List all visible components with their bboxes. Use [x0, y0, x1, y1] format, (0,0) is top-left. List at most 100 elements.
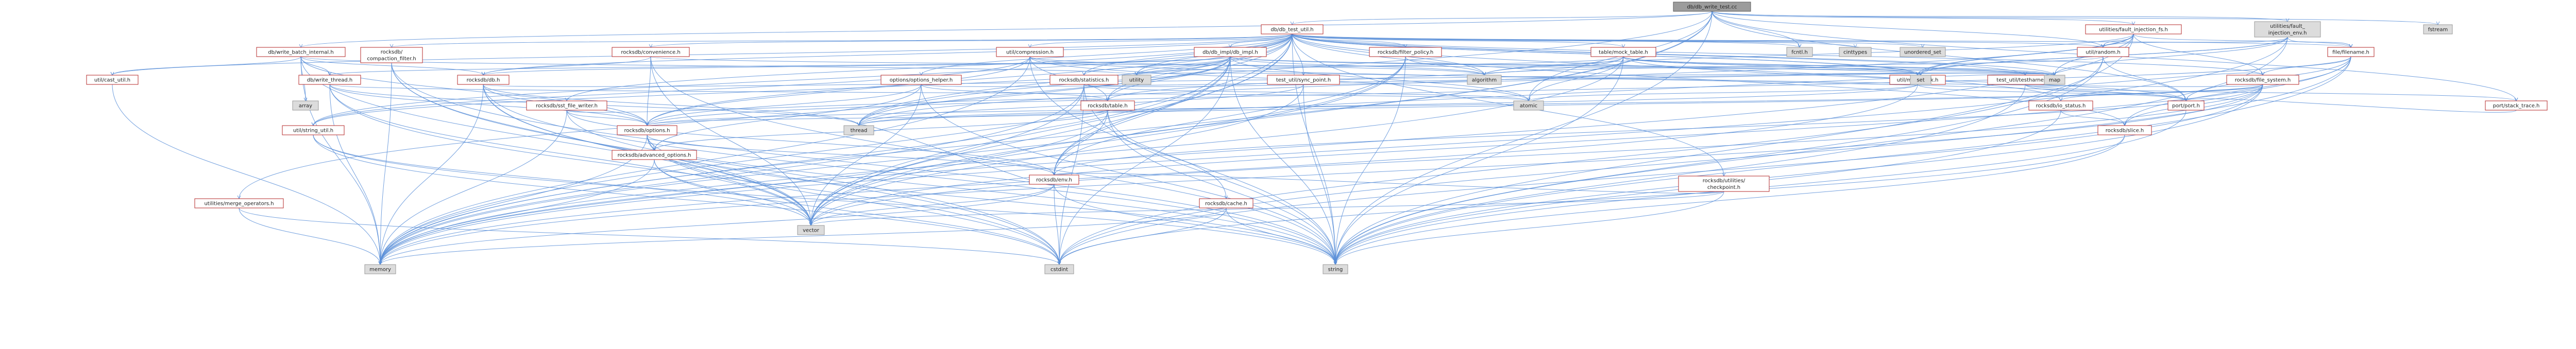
node-label: test_util/sync_point.h [1276, 78, 1331, 83]
edge-table_h-to-env_h [1054, 110, 1108, 176]
node-label: fstream [2428, 27, 2448, 33]
edge-mock_table-to-testharness [1623, 56, 2026, 76]
node-label: memory [369, 267, 391, 273]
edge-mock_table-to-algorithm [1484, 56, 1624, 76]
edge-cache_h-to-cstdint [1059, 207, 1227, 265]
node-label: string [1328, 267, 1343, 273]
node-io_status[interactable]: rocksdb/io_status.h [2028, 100, 2093, 111]
node-sst_file_writer[interactable]: rocksdb/sst_file_writer.h [526, 100, 607, 111]
node-env_h[interactable]: rocksdb/env.h [1029, 174, 1079, 185]
node-db_test_util[interactable]: db/db_test_util.h [1261, 24, 1324, 34]
edge-write_thread-to-memory [329, 84, 381, 265]
node-box [360, 47, 423, 63]
node-box [1261, 24, 1324, 34]
node-compression[interactable]: util/compression.h [996, 47, 1064, 57]
edge-db_test_util-to-vector [810, 33, 1293, 226]
node-slice[interactable]: rocksdb/slice.h [2097, 125, 2152, 135]
node-random[interactable]: util/random.h [2077, 47, 2129, 57]
node-statistics[interactable]: rocksdb/statistics.h [1049, 75, 1118, 85]
edge-root-to-thread [858, 11, 1713, 126]
node-adv_options[interactable]: rocksdb/advanced_options.h [612, 150, 697, 160]
node-db_h[interactable]: rocksdb/db.h [457, 75, 510, 85]
edge-root-to-fcntl [1711, 11, 1800, 48]
edge-options_h-to-vector [647, 134, 811, 226]
edge-mutexlock-to-port_h [1917, 84, 2187, 101]
node-fault_inj_fs[interactable]: utilities/fault_injection_fs.h [2085, 24, 2182, 34]
node-stack_trace[interactable]: port/stack_trace.h [2485, 100, 2548, 111]
edge-statistics-to-string [1083, 84, 1336, 265]
edge-db_test_util-to-merge_operators [239, 33, 1293, 199]
node-filter_policy[interactable]: rocksdb/filter_policy.h [1369, 47, 1442, 57]
edge-mock_table-to-utility [1136, 56, 1624, 76]
node-box [1369, 47, 1442, 57]
node-label: utility [1129, 78, 1144, 83]
node-label: table/mock_table.h [1599, 50, 1648, 56]
edge-testharness-to-port_h [2025, 84, 2187, 101]
node-cstdint: cstdint [1044, 264, 1074, 274]
node-thread: thread [843, 125, 874, 135]
node-label: rocksdb/options.h [624, 128, 670, 134]
edge-filename-to-cstdint [1059, 56, 2351, 265]
node-convenience[interactable]: rocksdb/convenience.h [612, 47, 690, 57]
node-box [298, 75, 361, 85]
node-label: db/db_test_util.h [1270, 27, 1313, 33]
node-merge_operators[interactable]: utilities/merge_operators.h [194, 198, 284, 208]
node-label: rocksdb/advanced_options.h [618, 153, 691, 159]
node-label: utilities/merge_operators.h [204, 201, 274, 207]
node-box [612, 47, 690, 57]
edge-convenience-to-string [650, 56, 1336, 265]
node-options_helper[interactable]: options/options_helper.h [880, 75, 962, 85]
node-box [256, 47, 346, 57]
node-write_thread[interactable]: db/write_thread.h [298, 75, 361, 85]
node-label: rocksdb/compaction_filter.h [367, 49, 416, 62]
node-cache_h[interactable]: rocksdb/cache.h [1199, 198, 1253, 208]
node-label: cstdint [1050, 267, 1068, 273]
edge-fault_inj_fs-to-filename [2133, 33, 2351, 48]
edge-mutexlock-to-thread [858, 84, 1918, 126]
edge-mutexlock-to-atomic [1528, 84, 1918, 101]
edge-root-to-fstream [1711, 11, 2438, 25]
node-label: rocksdb/cache.h [1205, 201, 1247, 207]
node-write_batch_internal[interactable]: db/write_batch_internal.h [256, 47, 346, 57]
node-filename[interactable]: file/filename.h [2327, 47, 2375, 57]
node-utility: utility [1122, 75, 1151, 85]
node-options_h[interactable]: rocksdb/options.h [617, 125, 677, 135]
node-box [1910, 75, 1931, 85]
edge-random-to-string [1335, 56, 2104, 265]
node-db_impl[interactable]: db/db_impl/db_impl.h [1194, 47, 1267, 57]
edge-env_h-to-memory [380, 184, 1055, 265]
node-mock_table[interactable]: table/mock_table.h [1590, 47, 1656, 57]
edge-db_test_util-to-string [1292, 33, 1336, 265]
edge-options_helper-to-string [921, 84, 1336, 265]
edge-arrowhead [2059, 97, 2063, 102]
edge-db_impl-to-vector [810, 56, 1231, 226]
node-label: rocksdb/io_status.h [2036, 103, 2086, 109]
node-box [1194, 47, 1267, 57]
node-sync_point[interactable]: test_util/sync_point.h [1267, 75, 1340, 85]
edge-arrowhead [110, 72, 114, 76]
node-vector: vector [797, 225, 825, 235]
edge-write_batch_internal-to-cast_util [112, 56, 301, 76]
edge-statistics-to-memory [380, 84, 1084, 265]
edge-mock_table-to-memory [380, 56, 1624, 265]
node-string_util[interactable]: util/string_util.h [282, 125, 345, 135]
edge-fault_inj_fs-to-random [2103, 33, 2134, 48]
edge-testharness-to-stack_trace [2025, 84, 2517, 101]
edge-db_impl-to-memory [380, 56, 1231, 265]
node-compaction_filter[interactable]: rocksdb/compaction_filter.h [360, 47, 423, 63]
node-file_system[interactable]: rocksdb/file_system.h [2226, 75, 2299, 85]
node-unordered_set: unordered_set [1900, 47, 1946, 57]
edge-stack_trace-to-port_h [2185, 98, 2517, 113]
edge-mock_table-to-atomic [1528, 56, 1624, 101]
node-checkpoint[interactable]: rocksdb/utilities/checkpoint.h [1678, 176, 1770, 192]
edge-db_test_util-to-checkpoint [1292, 33, 1724, 177]
node-box [880, 75, 962, 85]
edge-db_test_util-to-sync_point [1292, 33, 1304, 76]
node-port_h[interactable]: port/port.h [2167, 100, 2205, 111]
edge-filename-to-vector [810, 56, 2351, 226]
node-label: fcntl.h [1791, 50, 1808, 56]
edge-table_h-to-cache_h [1107, 110, 1227, 199]
node-cast_util[interactable]: util/cast_util.h [86, 75, 139, 85]
edge-db_impl-to-table_h [1107, 56, 1231, 101]
node-table_h[interactable]: rocksdb/table.h [1080, 100, 1135, 111]
